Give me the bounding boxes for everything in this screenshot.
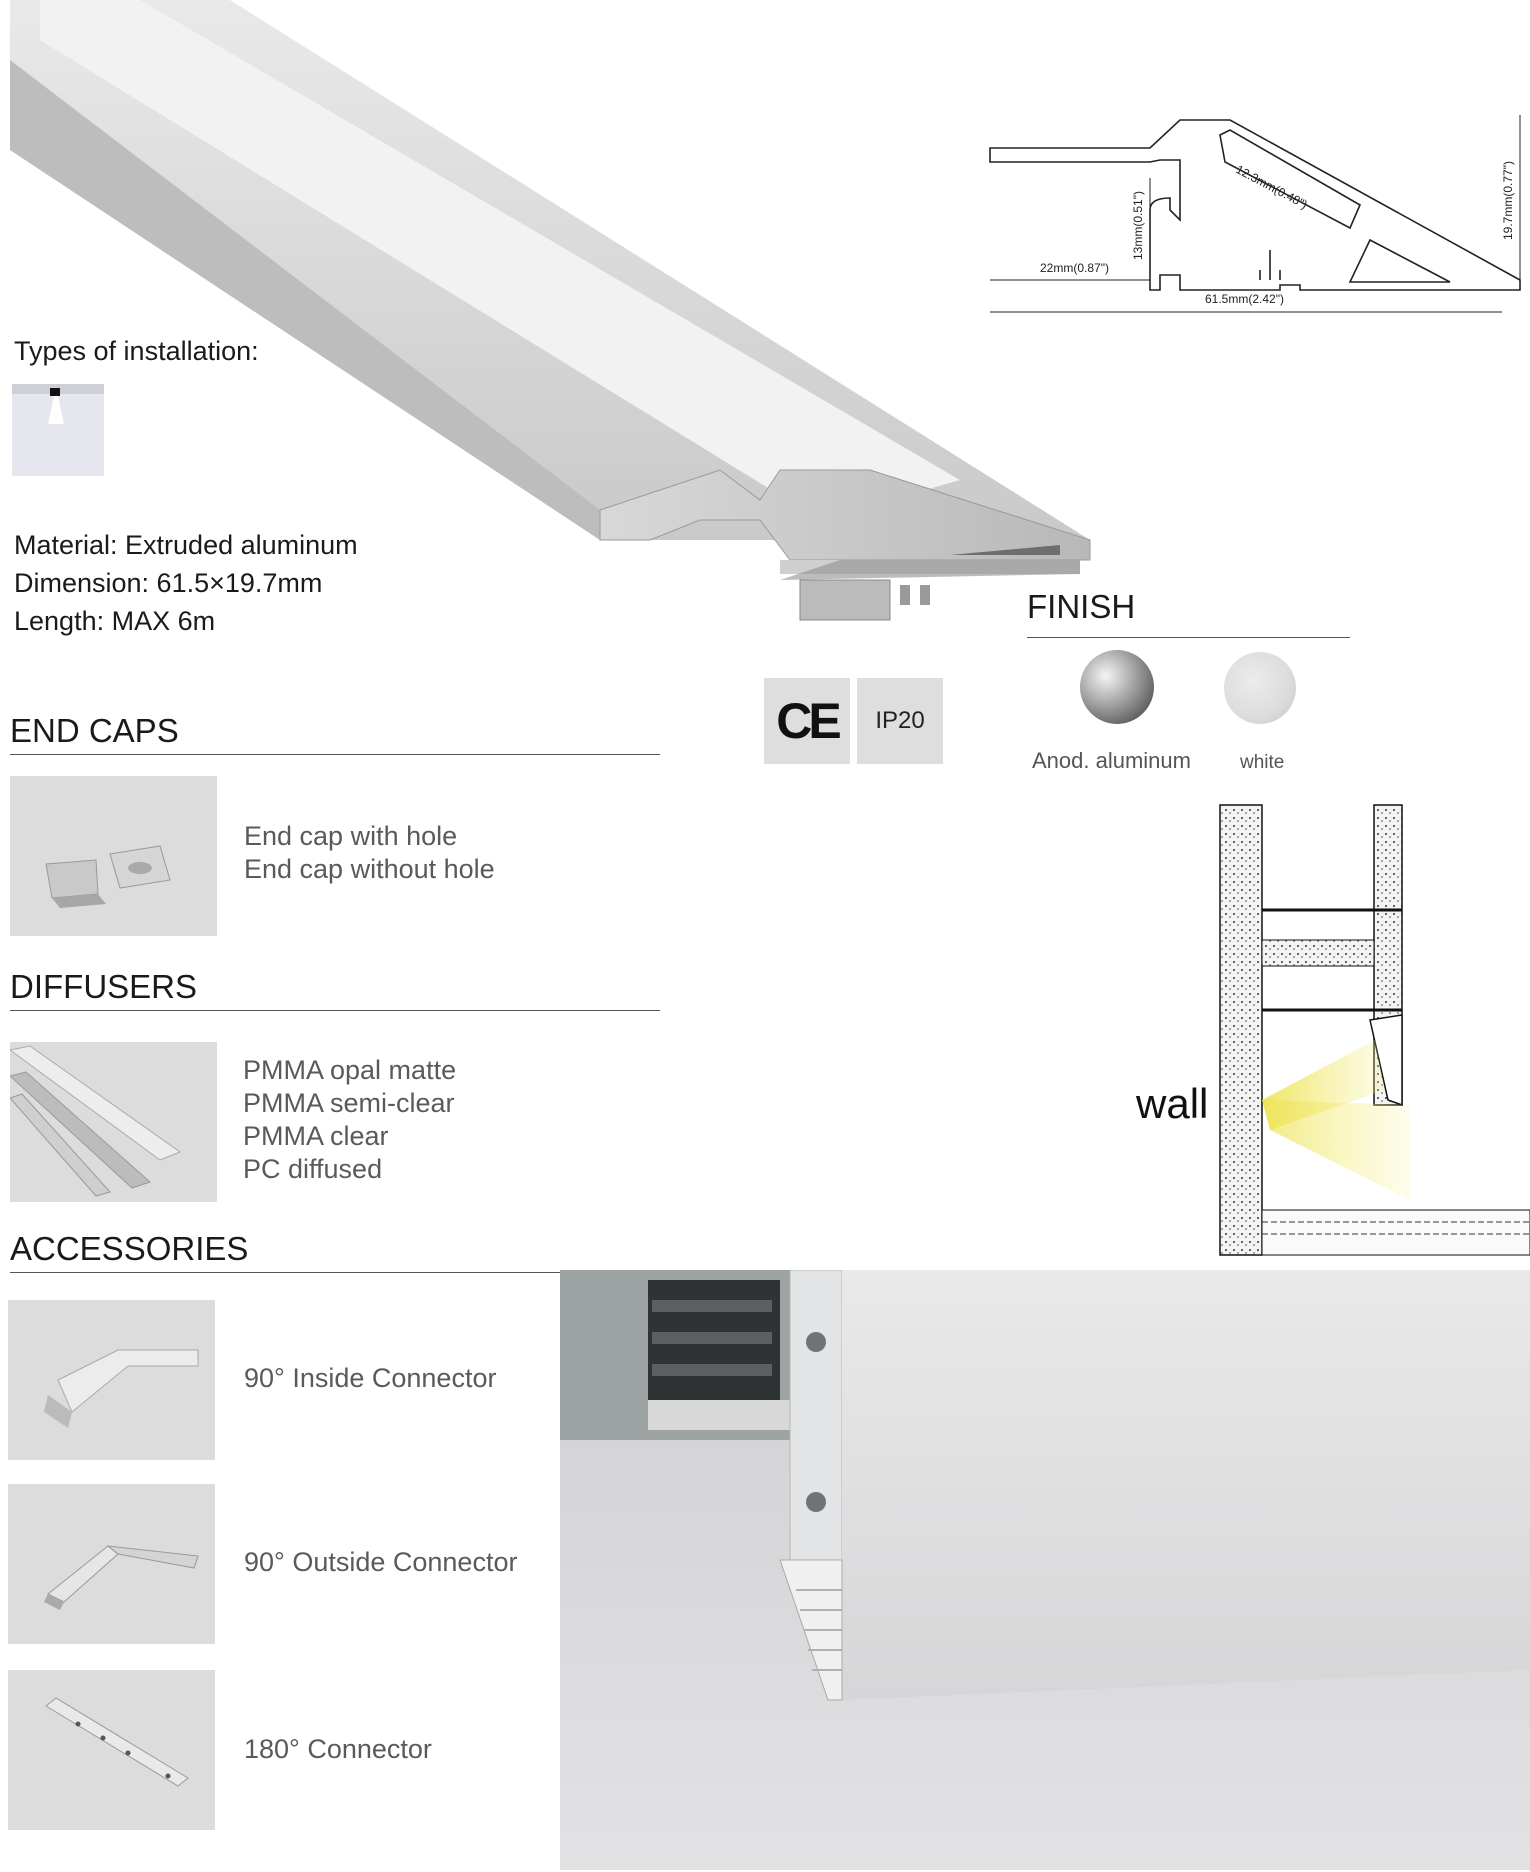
- dim-height-total: 19.7mm(0.77"): [1501, 161, 1515, 240]
- spec-material: Material: Extruded aluminum: [14, 530, 358, 560]
- diffusers-image: [10, 1042, 217, 1202]
- diffusers-divider: [10, 1010, 660, 1011]
- ce-badge: CE: [764, 678, 850, 764]
- end-cap-with-hole: End cap with hole: [244, 821, 458, 851]
- finish-divider: [1027, 637, 1350, 638]
- spec-list: Material: Extruded aluminum Dimension: 6…: [14, 526, 358, 640]
- ce-mark: CE: [776, 693, 841, 749]
- cross-section-drawing: 12.3mm(0.48") 13mm(0.51") 19.7mm(0.77") …: [989, 115, 1521, 313]
- accessory-image-inside: [8, 1300, 215, 1460]
- finish-label-white: white: [1240, 752, 1285, 773]
- dim-left-width: 22mm(0.87"): [1040, 261, 1109, 275]
- diffusers-list: PMMA opal matte PMMA semi-clear PMMA cle…: [243, 1054, 456, 1186]
- end-caps-title: END CAPS: [10, 712, 179, 749]
- ip-badge: IP20: [857, 678, 943, 764]
- accessory-straight-label: 180° Connector: [244, 1734, 432, 1764]
- accessories-divider: [10, 1272, 660, 1273]
- diffusers-title: DIFFUSERS: [10, 968, 198, 1005]
- accessories-title: ACCESSORIES: [10, 1230, 249, 1267]
- diffuser-pc: PC diffused: [243, 1154, 383, 1184]
- finish-label-anodized: Anod. aluminum: [1032, 748, 1191, 773]
- wall-label: wall: [1135, 1080, 1208, 1127]
- spec-length: Length: MAX 6m: [14, 606, 216, 636]
- profile-render: [10, 0, 1091, 621]
- installation-render: [560, 1270, 1530, 1870]
- diffuser-semi-clear: PMMA semi-clear: [243, 1088, 455, 1118]
- end-caps-list: End cap with hole End cap without hole: [244, 820, 495, 886]
- dim-height-inner: 13mm(0.51"): [1131, 191, 1145, 260]
- end-caps-image: [10, 776, 217, 936]
- end-cap-without-hole: End cap without hole: [244, 854, 495, 884]
- finish-swatch-anodized: [1080, 650, 1154, 724]
- accessory-image-outside: [8, 1484, 215, 1644]
- installation-title: Types of installation:: [14, 336, 259, 366]
- wall-install-diagram: wall: [1135, 804, 1530, 1256]
- accessory-inside-label: 90° Inside Connector: [244, 1363, 497, 1393]
- accessory-image-straight: [8, 1670, 215, 1830]
- spec-dimension: Dimension: 61.5×19.7mm: [14, 568, 323, 598]
- diffuser-clear: PMMA clear: [243, 1121, 389, 1151]
- finish-swatch-white: [1224, 652, 1296, 724]
- end-caps-divider: [10, 754, 660, 755]
- finish-title: FINISH: [1027, 588, 1136, 625]
- dim-total-width: 61.5mm(2.42"): [1205, 292, 1284, 306]
- accessory-outside-label: 90° Outside Connector: [244, 1547, 518, 1577]
- ip-rating: IP20: [875, 707, 925, 734]
- installation-type-icon: [12, 384, 104, 476]
- diffuser-opal: PMMA opal matte: [243, 1055, 457, 1085]
